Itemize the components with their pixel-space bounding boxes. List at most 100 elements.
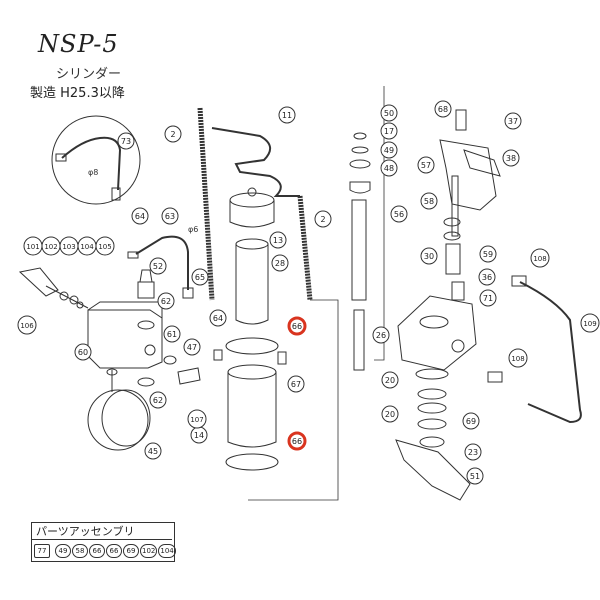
- part-callout-label: 105: [98, 243, 111, 251]
- part-callout-label: 20: [385, 410, 395, 419]
- kit-part-chip: 69: [123, 544, 139, 558]
- handle-101: [18, 267, 59, 297]
- part-callout-label: 51: [470, 472, 480, 481]
- part-callout-label: 64: [135, 212, 145, 221]
- detail-circle: [51, 115, 141, 205]
- part-callout-66: 66: [287, 316, 307, 336]
- part-callout-71: 71: [479, 289, 497, 307]
- tube-73-drawing: [61, 136, 122, 191]
- part-callout-label: 17: [384, 127, 394, 136]
- washer-102: [59, 291, 69, 301]
- ring-69-lower: [417, 418, 447, 430]
- part-callout-label: 30: [424, 252, 434, 261]
- pipe-fitting-108-lower: [487, 371, 503, 383]
- part-callout-45: 45: [144, 442, 162, 460]
- kit-part-chip: 104: [158, 544, 176, 558]
- pump-block-port: [451, 339, 465, 353]
- part-callout-label: 52: [153, 262, 163, 271]
- part-callout-52: 52: [149, 257, 167, 275]
- part-callout-label: 66: [292, 322, 302, 331]
- part-callout-65: 65: [191, 268, 209, 286]
- part-callout-106: 106: [17, 315, 37, 335]
- part-callout-20: 20: [381, 405, 399, 423]
- tube-28-top: [235, 238, 269, 250]
- spring-2-right: [297, 195, 313, 301]
- pump-body-106: [87, 309, 163, 369]
- connector-line-b: [374, 86, 385, 361]
- o-ring-61: [163, 355, 177, 365]
- part-callout-label: 61: [167, 330, 177, 339]
- part-callout-61: 61: [163, 325, 181, 343]
- hose-fitting-64: [127, 251, 139, 259]
- section-subtitle: シリンダー: [56, 67, 122, 82]
- cap-13-top: [229, 192, 275, 208]
- part-callout-20: 20: [381, 371, 399, 389]
- cap-13-body: [229, 200, 275, 228]
- part-callout-label: 103: [62, 243, 75, 251]
- collar-48: [349, 181, 371, 194]
- part-callout-30: 30: [420, 247, 438, 265]
- part-callout-62: 62: [157, 292, 175, 310]
- part-callout-label: 49: [384, 146, 394, 155]
- part-callout-label: 64: [213, 314, 223, 323]
- connector-line-a: [248, 299, 339, 501]
- part-callout-57: 57: [417, 156, 435, 174]
- pump-block-71: [397, 295, 477, 371]
- part-callout-label: 59: [483, 250, 493, 259]
- part-callout-label: 23: [468, 448, 478, 457]
- washer-103: [69, 295, 79, 305]
- kit-part-chip: 58: [72, 544, 88, 558]
- part-callout-102: 102: [41, 236, 61, 256]
- part-callout-62: 62: [149, 391, 167, 409]
- part-callout-23: 23: [464, 443, 482, 461]
- fitting-52-top: [139, 269, 153, 283]
- part-callout-label: 109: [583, 320, 596, 328]
- callout-layer: 2211132866666714501749485626683738575830…: [17, 100, 600, 485]
- part-callout-49: 49: [380, 141, 398, 159]
- washer-104: [76, 301, 84, 309]
- cylinder-14-top: [227, 364, 277, 380]
- part-callout-label: 106: [20, 322, 34, 330]
- annotation-phi6: φ6: [188, 225, 198, 234]
- handle-11: [211, 127, 300, 197]
- part-callout-label: 26: [376, 331, 386, 340]
- part-callout-56: 56: [390, 205, 408, 223]
- kit-part-chip: 102: [140, 544, 158, 558]
- part-callout-63: 63: [161, 207, 179, 225]
- annotation-phi8: φ8: [88, 168, 98, 177]
- foot-51: [395, 439, 471, 501]
- part-callout-50: 50: [380, 104, 398, 122]
- part-callout-label: 108: [533, 255, 546, 263]
- plug-64-lower: [213, 349, 223, 361]
- part-callout-label: 50: [384, 109, 394, 118]
- washer-49: [349, 159, 371, 169]
- part-callout-label: 13: [273, 236, 283, 245]
- part-callout-14: 14: [190, 426, 208, 444]
- part-callout-label: 2: [170, 130, 175, 139]
- part-callout-label: 63: [165, 212, 175, 221]
- manufacture-date: 製造 H25.3以降: [30, 86, 125, 101]
- part-callout-105: 105: [95, 236, 115, 256]
- pump-body-port: [144, 344, 156, 356]
- assembly-kit-parts: 77 49 58 66 66 69 102 104: [34, 544, 176, 558]
- hose-65: [135, 235, 189, 290]
- gauge-nut: [106, 368, 118, 376]
- part-callout-label: 108: [511, 355, 524, 363]
- part-callout-label: 60: [78, 348, 88, 357]
- part-callout-69: 69: [462, 412, 480, 430]
- tube-28-body: [235, 244, 269, 325]
- part-callout-64: 64: [131, 207, 149, 225]
- part-callout-label: 101: [26, 243, 39, 251]
- o-ring-62-upper: [137, 320, 155, 330]
- part-callout-label: 65: [195, 273, 205, 282]
- kit-part-chip: 66: [89, 544, 105, 558]
- bolt-68: [455, 109, 467, 131]
- part-callout-109: 109: [580, 313, 600, 333]
- piston-26: [353, 309, 365, 371]
- washer-17: [351, 146, 369, 154]
- pipe-109: [519, 281, 582, 424]
- part-callout-label: 62: [161, 297, 171, 306]
- part-callout-36: 36: [478, 268, 496, 286]
